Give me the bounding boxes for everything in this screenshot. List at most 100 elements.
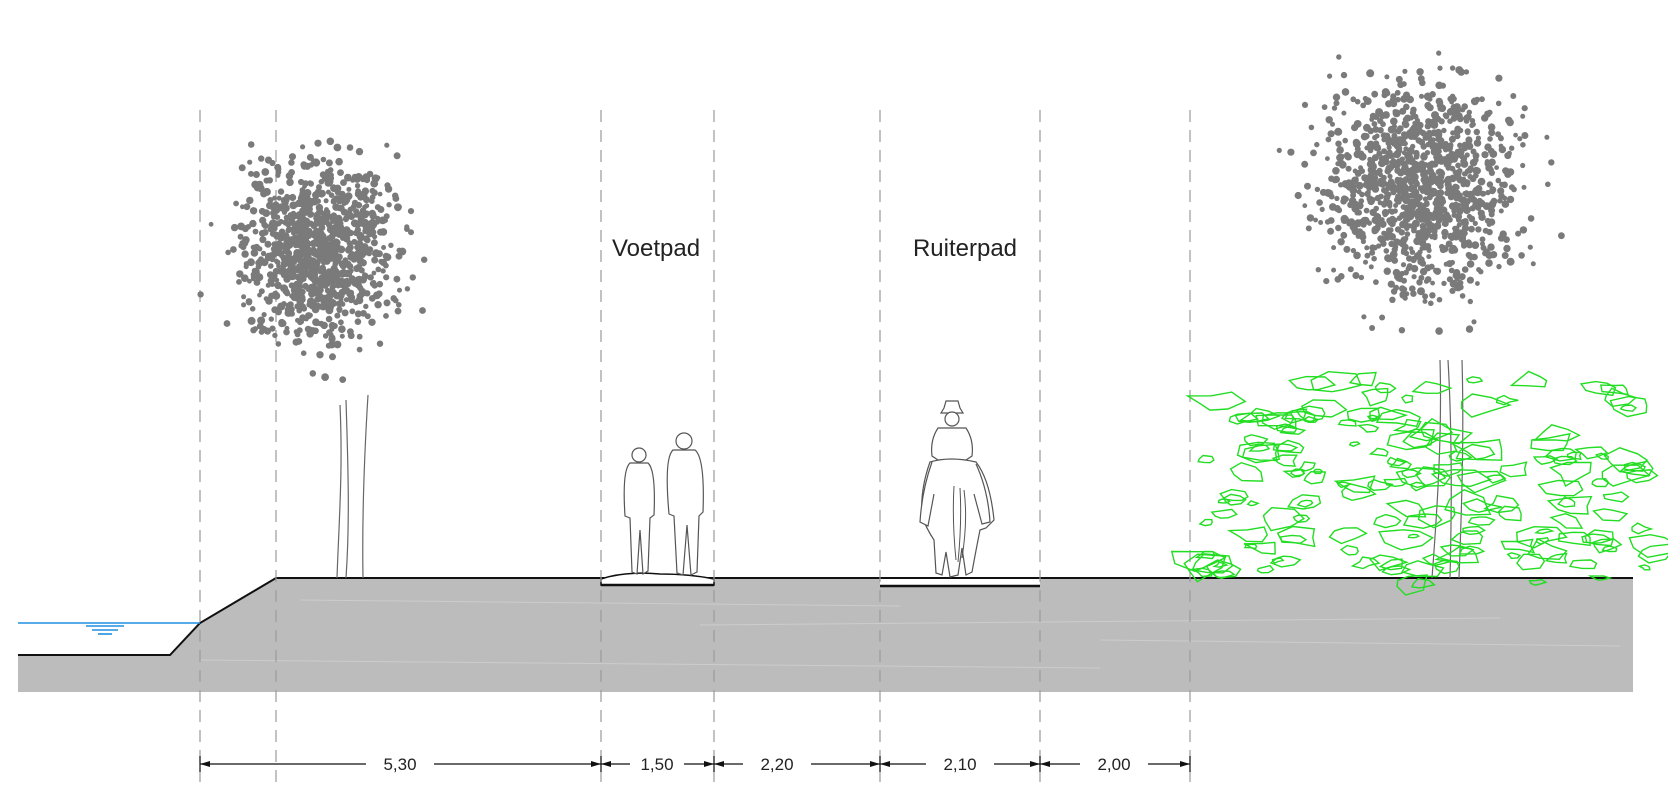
foliage-dot [264, 240, 272, 248]
foliage-dot [1451, 152, 1458, 159]
shrub-blob [1310, 370, 1362, 393]
shrub-blob [1190, 567, 1213, 578]
foliage-dot [1454, 283, 1462, 292]
foliage-dot [1371, 255, 1377, 262]
foliage-dot [330, 224, 338, 232]
foliage-dot [346, 144, 354, 151]
foliage-dot [1350, 96, 1357, 103]
shrub-blob [1348, 441, 1361, 447]
foliage-dot [1405, 153, 1414, 162]
foliage-dot [266, 201, 274, 210]
shrub-blob [1637, 543, 1668, 564]
dimension-label-4: 2,10 [943, 755, 976, 774]
foliage-dot [1397, 125, 1404, 132]
foliage-dot [1464, 128, 1471, 135]
foliage-dot [1362, 95, 1369, 102]
foliage-dot [321, 259, 327, 266]
foliage-dot [1479, 190, 1487, 197]
foliage-dot [390, 295, 397, 302]
shrub-blob [1350, 556, 1381, 570]
foliage-dot [1505, 116, 1513, 125]
foliage-dot [1501, 252, 1509, 259]
foliage-dot [1437, 99, 1444, 106]
dimension-line: 5,30 1,50 2,20 2,10 2,00 [199, 750, 1191, 776]
shrub-blob [1392, 418, 1422, 433]
foliage-dot [276, 240, 282, 246]
foliage-dot [1335, 140, 1342, 147]
foliage-dot [1399, 107, 1407, 115]
foliage-dot [278, 218, 284, 225]
rider-body [931, 427, 973, 461]
foliage-dot [308, 180, 314, 187]
shrub-blob [1386, 431, 1439, 451]
shrub-blob [1500, 538, 1536, 554]
foliage-dot [1475, 226, 1482, 233]
foliage-dot [1393, 203, 1399, 208]
foliage-dot [1377, 127, 1384, 134]
foliage-dot [384, 185, 393, 193]
foliage-dot [382, 217, 388, 224]
shrub-blob [1535, 537, 1550, 545]
foliage-dot [279, 231, 286, 238]
foliage-dot [1425, 119, 1432, 126]
foliage-dot [1449, 287, 1456, 294]
foliage-dot [1417, 287, 1425, 296]
foliage-dot [354, 318, 362, 326]
foliage-dot [1447, 191, 1453, 197]
shrub-blob [1623, 461, 1647, 472]
foliage-dot [1472, 157, 1479, 163]
foliage-dot [338, 297, 344, 303]
shrub-blob [1601, 464, 1651, 487]
foliage-dot [1422, 298, 1428, 304]
foliage-dot [252, 171, 260, 178]
foliage-dot [241, 250, 249, 258]
foliage-dot [1383, 197, 1389, 203]
bridleway-label: Ruiterpad [913, 235, 1017, 262]
foliage-dot [324, 241, 331, 248]
foliage-dot [1436, 131, 1443, 138]
foliage-dot [1334, 195, 1340, 202]
foliage-dot [316, 351, 324, 359]
foliage-dot [1355, 181, 1364, 190]
foliage-dot [250, 274, 257, 280]
foliage-dot [1411, 274, 1417, 280]
foliage-dot [1481, 114, 1489, 122]
foliage-dot [1521, 132, 1529, 139]
foliage-dot [1385, 230, 1393, 238]
foliage-dot [1447, 118, 1453, 124]
foliage-dot [300, 225, 306, 232]
foliage-dot [285, 245, 291, 251]
foliage-dot [302, 184, 307, 189]
foliage-dot [1379, 112, 1386, 120]
foliage-dot [1379, 220, 1387, 228]
foliage-dot [1416, 127, 1422, 132]
shrub-blob [1544, 552, 1568, 564]
shrub-blob [1341, 483, 1377, 502]
foliage-dot [315, 217, 322, 223]
foliage-dot [1435, 327, 1443, 335]
foliage-dot [314, 139, 322, 147]
foliage-dot [329, 286, 336, 293]
foliage-dot [1465, 142, 1474, 150]
foliage-dot [257, 316, 266, 325]
foliage-dot [1466, 276, 1474, 284]
foliage-dot [302, 282, 309, 290]
foliage-dot [1477, 177, 1486, 186]
tree-left-trunk [336, 394, 369, 579]
shrub-blob [1450, 530, 1484, 546]
foliage-dot [1441, 127, 1447, 134]
foliage-dot [258, 207, 266, 215]
foliage-dot [381, 245, 387, 250]
dimension-arrow [1180, 761, 1190, 767]
foliage-dot [250, 327, 257, 334]
foliage-dot [1423, 278, 1429, 284]
shrub-blob [1631, 522, 1654, 535]
shrub-blob [1628, 533, 1668, 559]
foliage-dot [325, 342, 332, 349]
foliage-dot [1411, 227, 1417, 234]
foliage-dot [1391, 257, 1399, 264]
foliage-dot [1423, 92, 1432, 101]
foliage-dot [1410, 257, 1417, 264]
foliage-dot [1420, 229, 1429, 238]
foliage-dot [1410, 132, 1418, 140]
